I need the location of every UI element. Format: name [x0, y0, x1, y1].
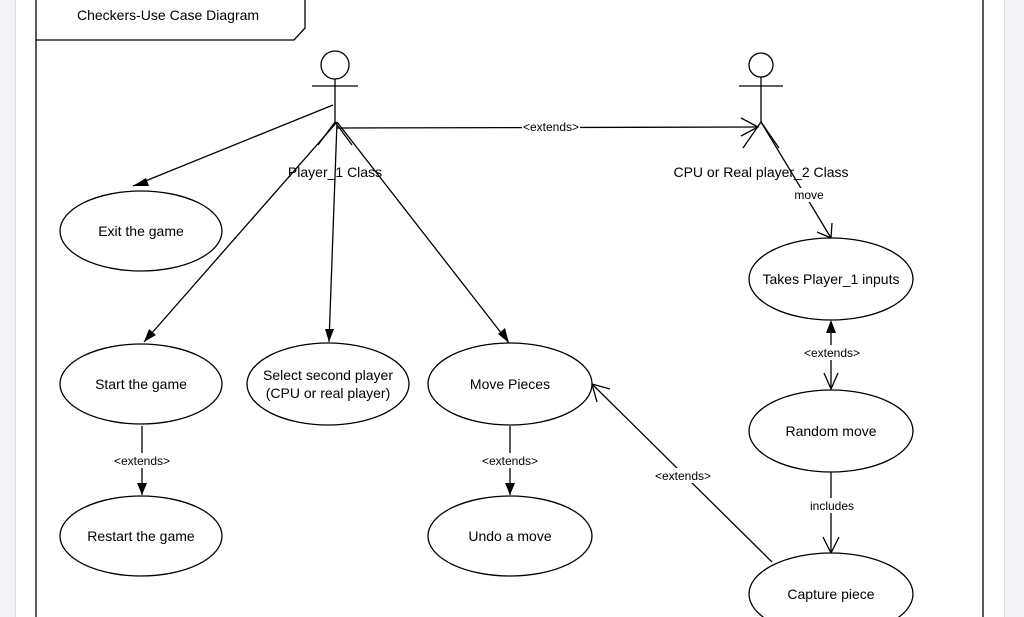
usecase-start-game[interactable]: Start the game	[59, 343, 223, 425]
label-actors-extends: <extends>	[523, 120, 579, 134]
edge-player1-move	[336, 121, 510, 344]
edge-player1-start	[143, 121, 338, 343]
usecase-move-pieces[interactable]: Move Pieces	[427, 342, 593, 426]
frame-title: Checkers-Use Case Diagram	[77, 7, 259, 23]
actor-player1[interactable]	[312, 50, 358, 146]
usecase-undo-move[interactable]: Undo a move	[427, 495, 593, 577]
usecase-restart-game[interactable]: Restart the game	[59, 495, 223, 577]
actor-head	[320, 50, 350, 80]
actor-player2-label: CPU or Real player_2 Class	[673, 164, 848, 180]
label-player2-move: move	[794, 188, 824, 202]
usecase-move-label: Move Pieces	[470, 376, 550, 392]
usecase-start-label: Start the game	[95, 376, 187, 392]
usecase-exit-game[interactable]: Exit the game	[59, 190, 223, 272]
edge-player2-takes-inputs	[760, 121, 833, 239]
usecase-capture-label: Capture piece	[787, 586, 874, 602]
edge-player1-select	[325, 121, 338, 343]
actor-head	[748, 52, 774, 78]
label-start-restart-extends: <extends>	[114, 454, 170, 468]
usecase-random-move[interactable]: Random move	[748, 389, 914, 473]
usecase-select-label-line1: Select second player	[263, 367, 393, 383]
usecase-capture-piece[interactable]: Capture piece	[748, 552, 914, 617]
edge-player1-exit	[132, 104, 334, 187]
usecase-takes-player1-inputs[interactable]: Takes Player_1 inputs	[748, 237, 914, 321]
usecase-restart-label: Restart the game	[87, 528, 195, 544]
diagram-frame: Checkers-Use Case Diagram	[35, 0, 984, 617]
label-move-undo-extends: <extends>	[482, 454, 538, 468]
label-capture-move-extends: <extends>	[655, 469, 711, 483]
label-random-capture-includes: includes	[810, 499, 854, 513]
usecase-select-second-player[interactable]: Select second player (CPU or real player…	[246, 342, 410, 426]
label-inputs-random-extends: <extends>	[804, 346, 860, 360]
usecase-exit-label: Exit the game	[98, 223, 184, 239]
usecase-random-label: Random move	[785, 423, 876, 439]
usecase-undo-label: Undo a move	[468, 528, 551, 544]
usecase-takes-inputs-label: Takes Player_1 inputs	[763, 271, 900, 287]
usecase-select-label-line2: (CPU or real player)	[266, 385, 390, 401]
